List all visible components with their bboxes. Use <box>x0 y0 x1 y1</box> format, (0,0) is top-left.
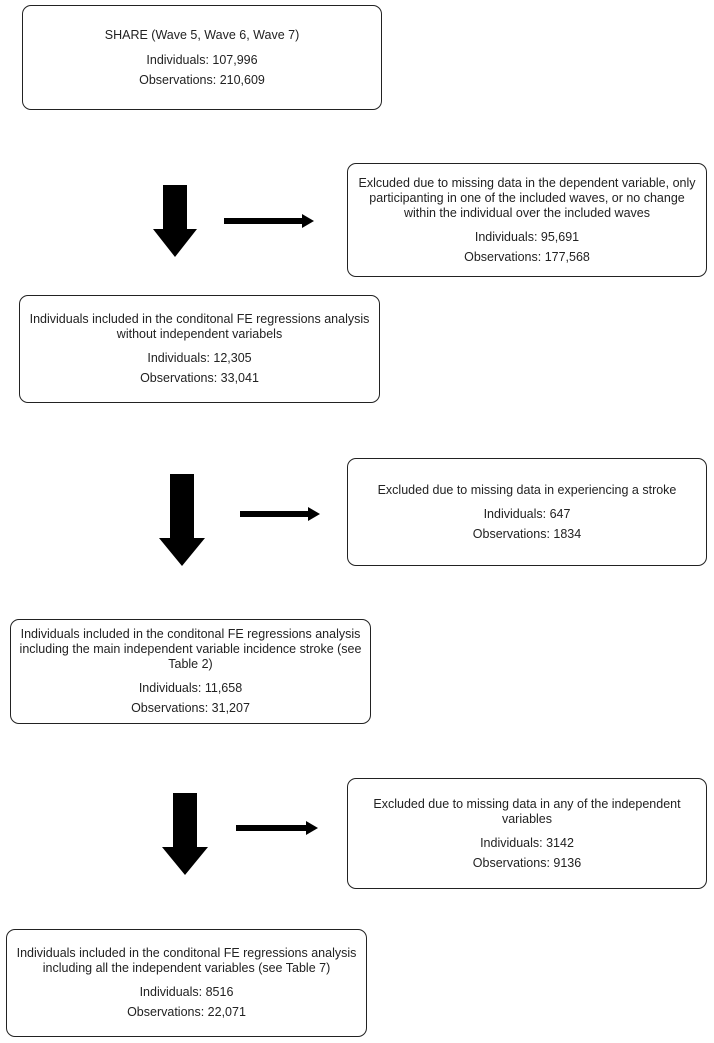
excluded-3-observations: Observations: 9136 <box>472 855 582 870</box>
down-arrow-1 <box>153 185 197 257</box>
excluded-3-individuals: Individuals: 3142 <box>480 835 574 850</box>
included-box-2: Individuals included in the conditonal F… <box>10 619 371 724</box>
excluded-2-observations: Observations: 1834 <box>472 526 582 541</box>
included-box-3: Individuals included in the conditonal F… <box>6 929 367 1037</box>
excluded-box-3: Excluded due to missing data in any of t… <box>347 778 707 889</box>
share-individuals: Individuals: 107,996 <box>146 52 258 67</box>
included-3-description: Individuals included in the conditonal F… <box>16 946 357 975</box>
included-1-individuals: Individuals: 12,305 <box>147 351 252 365</box>
excluded-1-observations: Observations: 177,568 <box>464 249 590 264</box>
right-arrow-2 <box>240 507 320 521</box>
down-arrow-3 <box>162 793 208 875</box>
included-1-description: Individuals included in the conditonal F… <box>29 312 370 341</box>
included-3-individuals: Individuals: 8516 <box>139 985 234 999</box>
share-observations: Observations: 210,609 <box>139 72 265 87</box>
right-arrow-1 <box>224 214 314 228</box>
excluded-1-individuals: Individuals: 95,691 <box>474 229 580 244</box>
down-arrow-2 <box>159 474 205 566</box>
right-arrow-3 <box>236 821 318 835</box>
share-title: SHARE (Wave 5, Wave 6, Wave 7) <box>104 27 300 42</box>
included-2-description: Individuals included in the conditonal F… <box>19 627 362 671</box>
share-source-box: SHARE (Wave 5, Wave 6, Wave 7) Individua… <box>22 5 382 110</box>
included-2-observations: Observations: 31,207 <box>131 701 250 715</box>
included-box-1: Individuals included in the conditonal F… <box>19 295 380 403</box>
excluded-2-description: Excluded due to missing data in experien… <box>377 482 677 497</box>
included-3-observations: Observations: 22,071 <box>127 1005 246 1019</box>
included-1-observations: Observations: 33,041 <box>140 371 259 385</box>
excluded-3-description: Excluded due to missing data in any of t… <box>373 796 681 826</box>
excluded-2-individuals: Individuals: 647 <box>483 506 571 521</box>
included-2-individuals: Individuals: 11,658 <box>138 681 243 695</box>
excluded-box-1: Exlcuded due to missing data in the depe… <box>347 163 707 277</box>
excluded-1-description: Exlcuded due to missing data in the depe… <box>358 175 696 220</box>
excluded-box-2: Excluded due to missing data in experien… <box>347 458 707 566</box>
